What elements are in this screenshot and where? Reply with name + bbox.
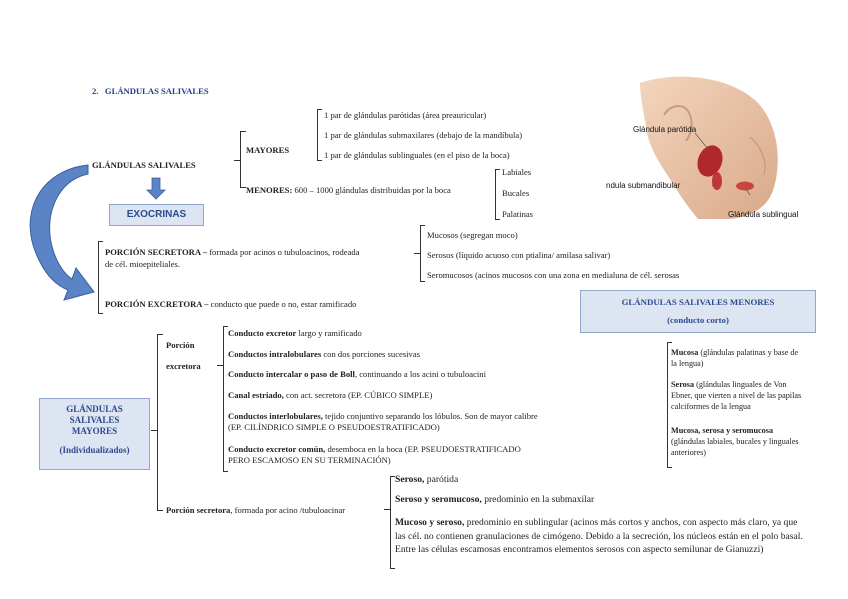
excretora-item: Canal estriado, con act. secretora (EP. … (228, 390, 432, 401)
porcion-excretora-label: PORCIÓN EXCRETORA – (105, 299, 208, 309)
menores-line: MENORES: 600 – 1000 glándulas distribuid… (246, 185, 451, 196)
porcion-excretora-text: conducto que puede o no, estar ramificad… (211, 299, 357, 309)
menores-label: MENORES: (246, 185, 292, 195)
menores-type: Serosa (glándulas linguales de Von Ebner… (671, 379, 805, 412)
bracket-mayores (317, 109, 318, 161)
menores-type: Mucosa (glándulas palatinas y base de la… (671, 347, 805, 369)
bracket-porciones (98, 241, 99, 314)
bracket-acinos (420, 225, 421, 282)
menores-box-title: GLÁNDULAS SALIVALES MENORES (581, 296, 815, 309)
mayores-item: 1 par de glándulas submaxilares (debajo … (324, 130, 522, 141)
bracket-secretora (390, 476, 391, 569)
excretora-item: Conducto excretor común, desemboca en la… (228, 444, 521, 455)
acino-item: Serosos (líquido acuoso con ptialina/ am… (427, 250, 610, 261)
secretora-detail-label: Porción secretora, formada por acino /tu… (166, 505, 345, 516)
porcion-secretora-label: PORCIÓN SECRETORA – (105, 247, 207, 257)
porcion-secretora-line2: de cél. mioepiteliales. (105, 259, 180, 270)
acino-item: Seromucosos (acinos mucosos con una zona… (427, 270, 679, 281)
excretora-item: Conducto excretor largo y ramificado (228, 328, 362, 339)
menores-item: Bucales (502, 188, 529, 199)
menores-box: GLÁNDULAS SALIVALES MENORES (conducto co… (580, 290, 816, 333)
excretora-item: Conductos interlobulares, tejido conjunt… (228, 411, 538, 422)
menores-item: Labiales (502, 167, 531, 178)
salivary-glands-illustration (600, 75, 800, 225)
bracket-excretora (223, 326, 224, 472)
bracket-mayores-detail (157, 334, 158, 511)
exocrinas-box: EXOCRINAS (109, 204, 204, 226)
sublingual-label: Glándula sublingual (728, 210, 798, 219)
menores-box-subtitle: (conducto corto) (581, 314, 815, 327)
secretora-item: Seroso y seromucoso, predominio en la su… (395, 493, 594, 506)
down-arrow-icon (147, 178, 165, 199)
secretora-item: Mucoso y seroso, predominio en sublingul… (395, 516, 807, 557)
excretora-item: Conducto intercalar o paso de Boll, cont… (228, 369, 486, 380)
excretora-item-cont: PERO ESCAMOSO EN SU TERMINACIÓN) (228, 455, 391, 466)
submandibular-label: ndula submandibular (606, 181, 680, 190)
bracket-menores-types (667, 342, 668, 468)
menores-item: Palatinas (502, 209, 533, 220)
excretora-label-1: Porción (166, 340, 194, 351)
secretora-item: Seroso, parótida (395, 473, 458, 486)
porcion-excretora-line: PORCIÓN EXCRETORA – conducto que puede o… (105, 299, 356, 310)
bracket-menores (495, 169, 496, 220)
menores-text: 600 – 1000 glándulas distribuidas por la… (294, 185, 450, 195)
excretora-label-2: excretora (166, 361, 201, 372)
excretora-item: Conductos intralobulares con dos porcion… (228, 349, 420, 360)
mayores-label: MAYORES (246, 145, 289, 156)
parotid-label: Glándula parótida (633, 125, 696, 134)
porcion-secretora-text: formada por acinos o tubuloacinos, rodea… (209, 247, 359, 257)
porcion-secretora-line1: PORCIÓN SECRETORA – formada por acinos o… (105, 247, 360, 258)
acino-item: Mucosos (segregan moco) (427, 230, 518, 241)
curved-arrow-icon (30, 165, 94, 300)
excretora-item-cont: (EP. CILÍNDRICO SIMPLE O PSEUDOESTRATIFI… (228, 422, 440, 433)
mayores-item: 1 par de glándulas sublinguales (en el p… (324, 150, 510, 161)
mayores-item: 1 par de glándulas parótidas (área preau… (324, 110, 486, 121)
menores-type: Mucosa, serosa y seromucosa (glándulas l… (671, 425, 805, 458)
bracket-root (240, 131, 241, 188)
mayores-box: GLÁNDULAS SALIVALES MAYORES (Individuali… (39, 398, 150, 470)
